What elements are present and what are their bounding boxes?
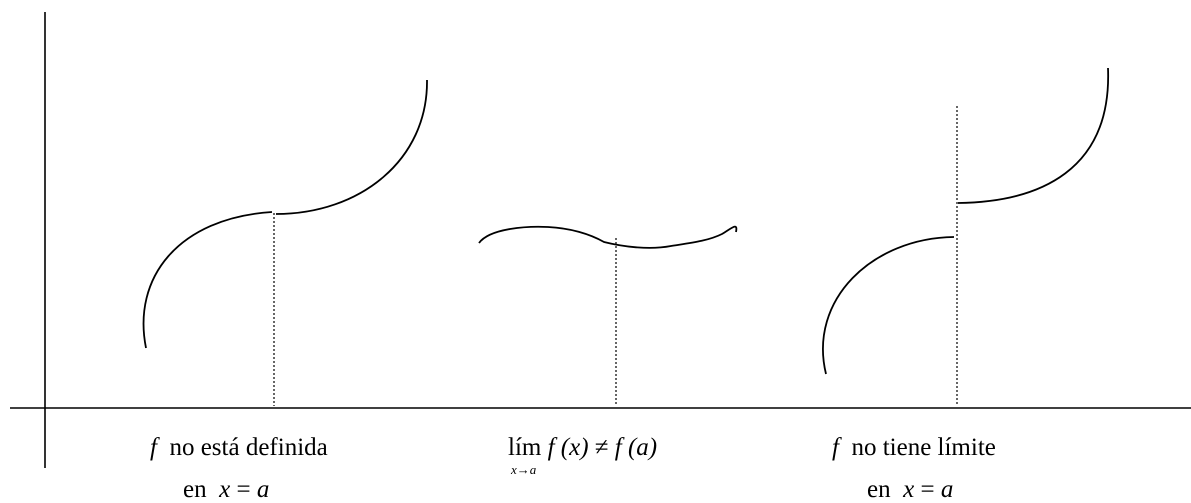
- middle-caption-neq: ≠: [594, 434, 609, 461]
- left-caption-line1: f no está definida: [150, 435, 328, 460]
- left-curve-upper: [275, 79, 428, 215]
- middle-caption-rhs: f (a): [614, 434, 658, 461]
- left-caption-symbol: f: [150, 434, 157, 461]
- right-caption-text: no tiene límite: [851, 434, 996, 461]
- right-caption-op: =: [920, 476, 935, 503]
- right-curve-upper: [957, 67, 1109, 204]
- right-caption-symbol: f: [832, 434, 839, 461]
- middle-caption-lim: lím: [508, 434, 542, 461]
- right-caption-prefix: en: [867, 476, 891, 503]
- right-caption-var: x: [903, 476, 915, 503]
- left-caption-prefix: en: [183, 476, 207, 503]
- right-caption-val: a: [940, 476, 954, 503]
- left-caption-line2: en x = a: [183, 477, 269, 502]
- middle-caption-lim-sub: x→a: [511, 462, 537, 477]
- left-caption-op: =: [236, 476, 251, 503]
- left-caption-var: x: [219, 476, 231, 503]
- left-curve-lower: [142, 211, 273, 349]
- right-caption-line2: en x = a: [867, 477, 953, 502]
- left-caption-val: a: [256, 476, 270, 503]
- right-curve-lower: [822, 236, 955, 375]
- left-caption-text: no está definida: [169, 434, 328, 461]
- middle-caption-lhs: f (x): [547, 434, 589, 461]
- right-caption-line1: f no tiene límite: [832, 435, 996, 460]
- middle-caption: lím f (x) ≠ f (a): [508, 435, 657, 460]
- middle-curve: [478, 225, 738, 249]
